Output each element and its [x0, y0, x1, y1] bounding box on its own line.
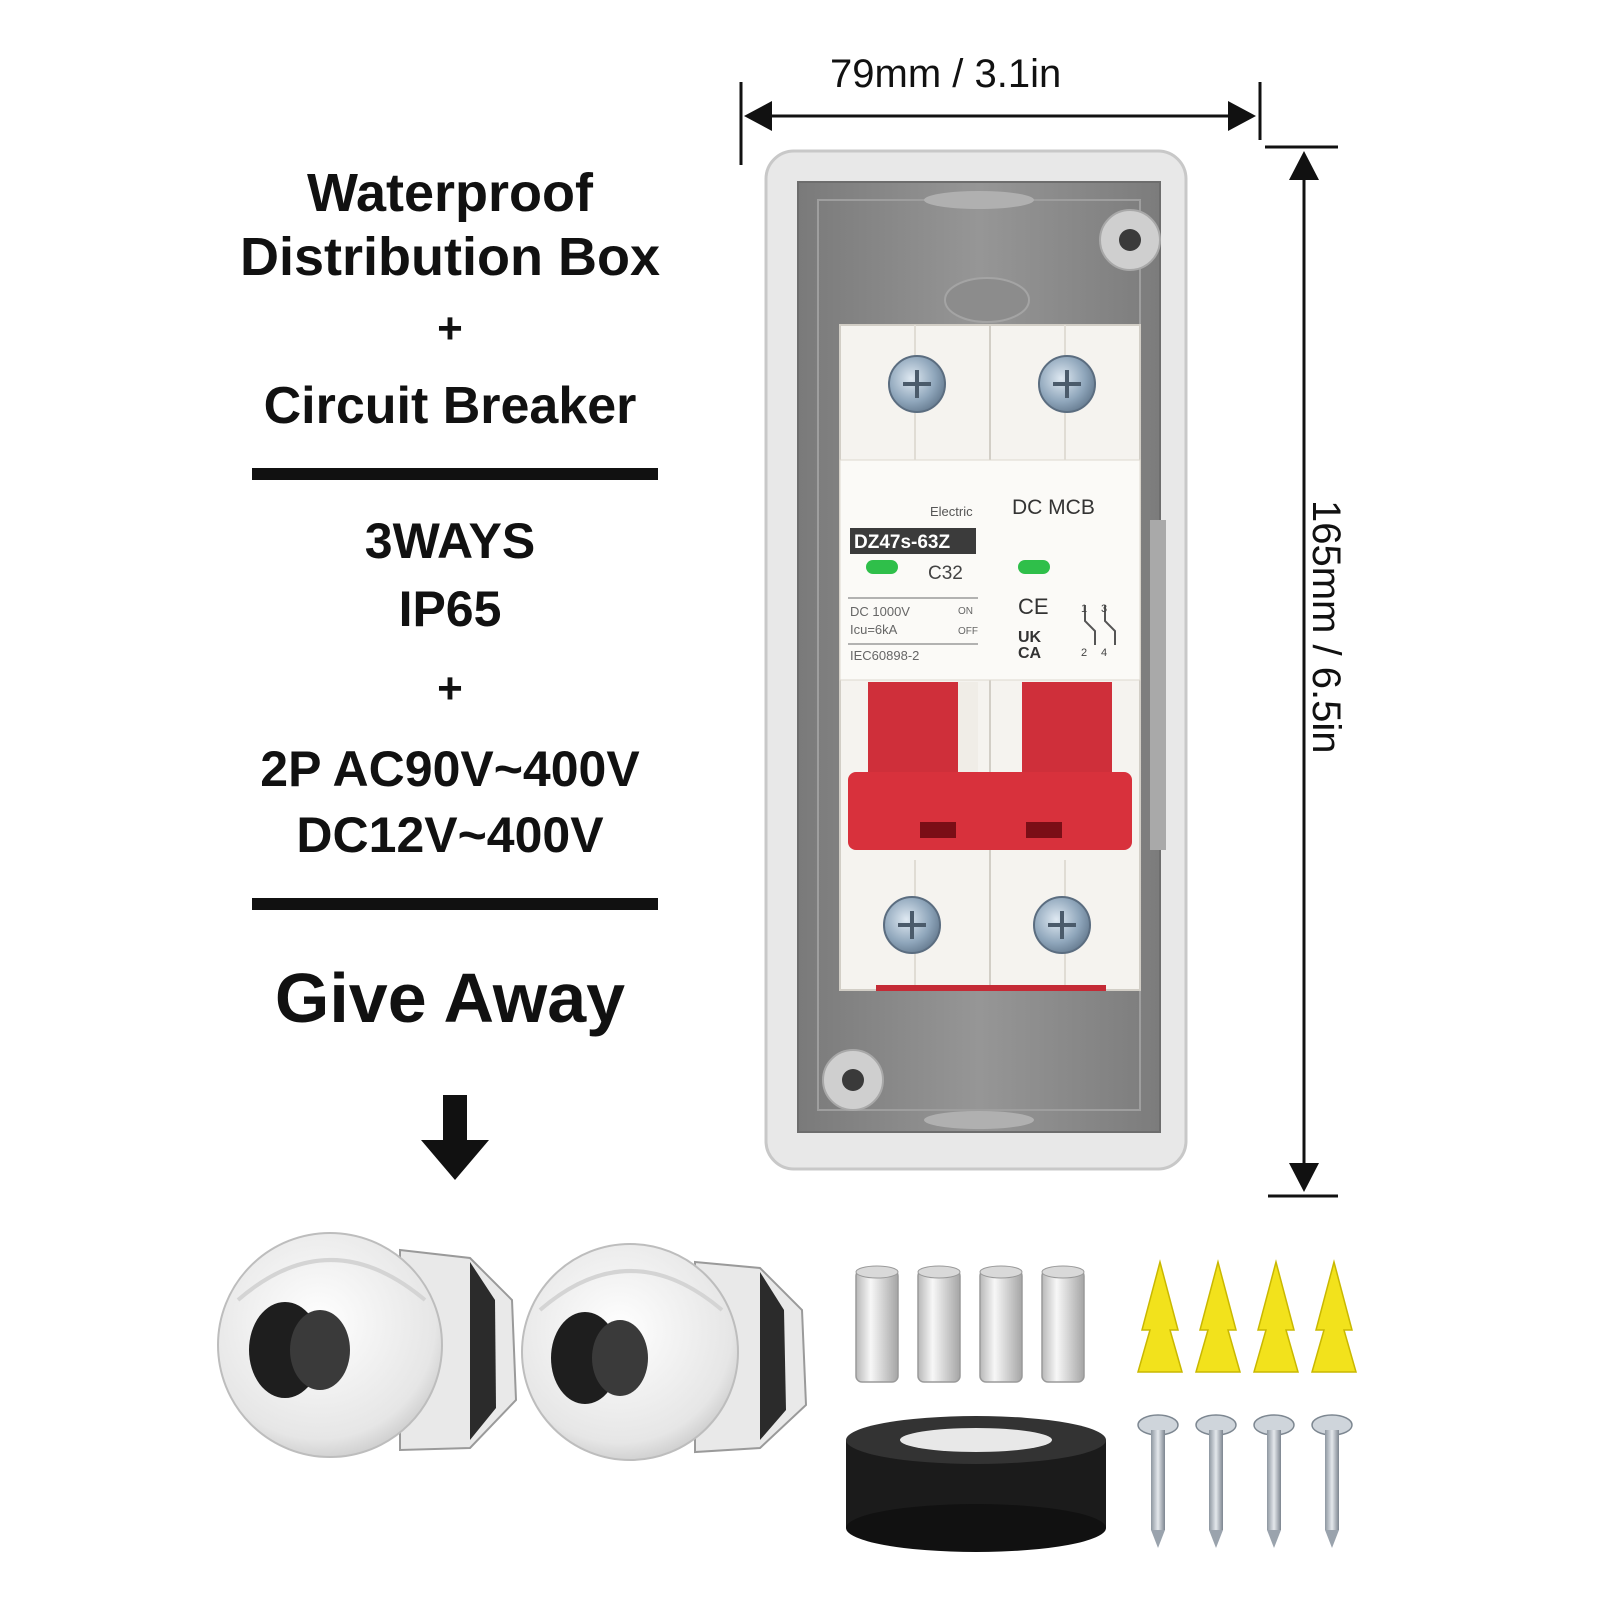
title-line-circuit-breaker: Circuit Breaker [263, 377, 637, 435]
breaker-rating: C32 [928, 563, 963, 584]
plus-sign-1: + [437, 304, 463, 353]
insulating-tape-roll [846, 1416, 1106, 1552]
breaker-voltage: DC 1000V [850, 604, 910, 619]
breaker-model: DZ47s-63Z [854, 532, 950, 553]
spec-ip-rating: IP65 [398, 581, 502, 637]
breaker-on-label: ON [958, 606, 973, 617]
ferrule-tube [855, 1269, 899, 1383]
title-line-distribution-box: Distribution Box [240, 227, 660, 287]
wall-anchor [1253, 1259, 1299, 1373]
screw [1151, 1430, 1165, 1530]
mounting-screws [1137, 1414, 1353, 1548]
ce-mark: CE [1018, 594, 1049, 619]
spec-ac-voltage: 2P AC90V~400V [260, 741, 640, 797]
terminal-label-4: 4 [1101, 647, 1107, 659]
ukca-mark-top: UK [1018, 629, 1042, 646]
ferrule-tube [979, 1269, 1023, 1383]
breaker-icu: Icu=6kA [850, 622, 898, 637]
ferrule-tubes [855, 1265, 1085, 1383]
wall-anchor [1311, 1259, 1357, 1373]
terminal-label-1: 1 [1081, 603, 1087, 615]
down-arrow-icon [421, 1095, 489, 1180]
title-line-waterproof: Waterproof [307, 163, 593, 223]
ferrule-tube [1041, 1269, 1085, 1383]
cable-gland-1 [217, 1232, 518, 1458]
cable-gland-2 [521, 1243, 808, 1461]
breaker-brand: Electric [930, 504, 973, 519]
wall-anchor [1137, 1259, 1183, 1373]
width-dimension-arrow [739, 82, 1262, 165]
screw [1209, 1430, 1223, 1530]
wall-anchor [1195, 1259, 1241, 1373]
wall-anchors [1137, 1259, 1357, 1373]
screw [1267, 1430, 1281, 1530]
height-dimension-arrow [1265, 145, 1338, 1198]
divider-top [252, 468, 658, 480]
give-away-heading: Give Away [274, 959, 626, 1037]
breaker-standard: IEC60898-2 [850, 648, 919, 663]
screw [1325, 1430, 1339, 1530]
spec-ways: 3WAYS [364, 513, 536, 569]
plus-sign-2: + [437, 664, 463, 713]
ferrule-tube [917, 1269, 961, 1383]
breaker-off-label: OFF [958, 626, 978, 637]
ukca-mark-bottom: CA [1018, 645, 1042, 662]
breaker-lever [848, 772, 1132, 850]
width-dimension-label: 79mm / 3.1in [830, 52, 1062, 96]
terminal-label-3: 3 [1101, 603, 1107, 615]
terminal-label-2: 2 [1081, 647, 1087, 659]
divider-bottom [252, 898, 658, 910]
breaker-type: DC MCB [1012, 496, 1095, 519]
spec-dc-voltage: DC12V~400V [296, 807, 604, 863]
dc-mcb-breaker [839, 324, 1141, 991]
